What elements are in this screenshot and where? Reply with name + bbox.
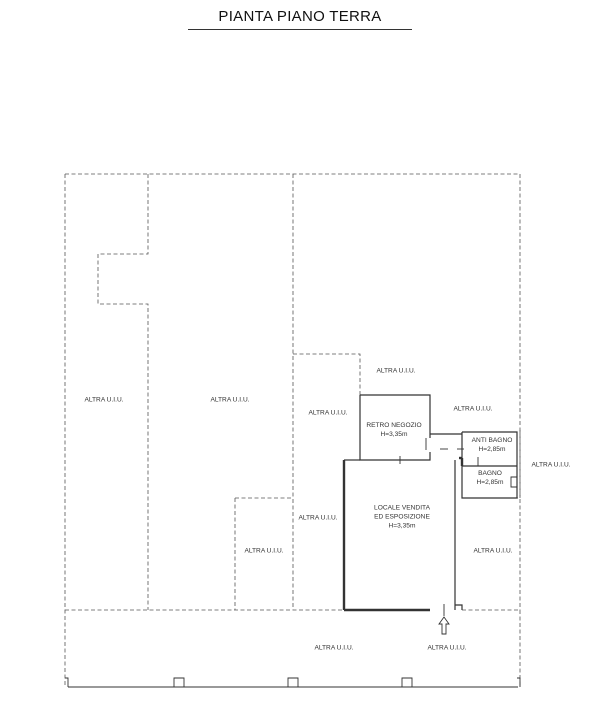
label-other-unit: ALTRA U.I.U. <box>531 461 571 469</box>
label-other-unit: ALTRA U.I.U. <box>376 367 416 375</box>
plan-title: PIANTA PIANO TERRA <box>188 8 412 30</box>
outer-boundary <box>64 173 521 687</box>
label-other-unit: ALTRA U.I.U. <box>308 409 348 417</box>
room-height: H=3,35m <box>380 431 408 438</box>
room-height: H=3,35m <box>388 522 416 530</box>
label-other-unit: ALTRA U.I.U. <box>244 547 284 555</box>
room-name: LOCALE VENDITA <box>374 504 430 512</box>
locale-vendita-walls <box>342 459 463 616</box>
room-height: H=2,85m <box>476 479 504 486</box>
neighbour-partitions <box>65 174 521 611</box>
label-other-unit: ALTRA U.I.U. <box>314 644 354 652</box>
room-name: ED ESPOSIZIONE <box>374 513 430 521</box>
label-other-unit: ALTRA U.I.U. <box>473 547 513 555</box>
label-other-unit: ALTRA U.I.U. <box>453 405 493 413</box>
room-name: RETRO NEGOZIO <box>366 422 422 430</box>
label-other-unit: ALTRA U.I.U. <box>427 644 467 652</box>
label-other-unit: ALTRA U.I.U. <box>210 396 250 404</box>
room-height: H=2,85m <box>478 446 506 453</box>
retro-negozio-walls <box>359 394 462 464</box>
bathroom-walls <box>459 431 518 499</box>
street-edge <box>65 677 521 688</box>
room-name: BAGNO <box>478 470 502 478</box>
room-label-anti-bagno: ANTI BAGNO H=2,85m <box>472 437 513 455</box>
label-other-unit: ALTRA U.I.U. <box>298 514 338 522</box>
room-label-retro-negozio: RETRO NEGOZIO H=3,35m <box>366 422 421 440</box>
room-name: ANTI BAGNO <box>471 437 513 445</box>
entrance-arrow-icon <box>438 616 450 635</box>
room-label-locale-vendita: LOCALE VENDITA ED ESPOSIZIONE H=3,35m <box>374 505 430 532</box>
title-block: PIANTA PIANO TERRA <box>0 8 600 30</box>
room-label-bagno: BAGNO H=2,85m <box>477 470 504 488</box>
label-other-unit: ALTRA U.I.U. <box>84 396 124 404</box>
